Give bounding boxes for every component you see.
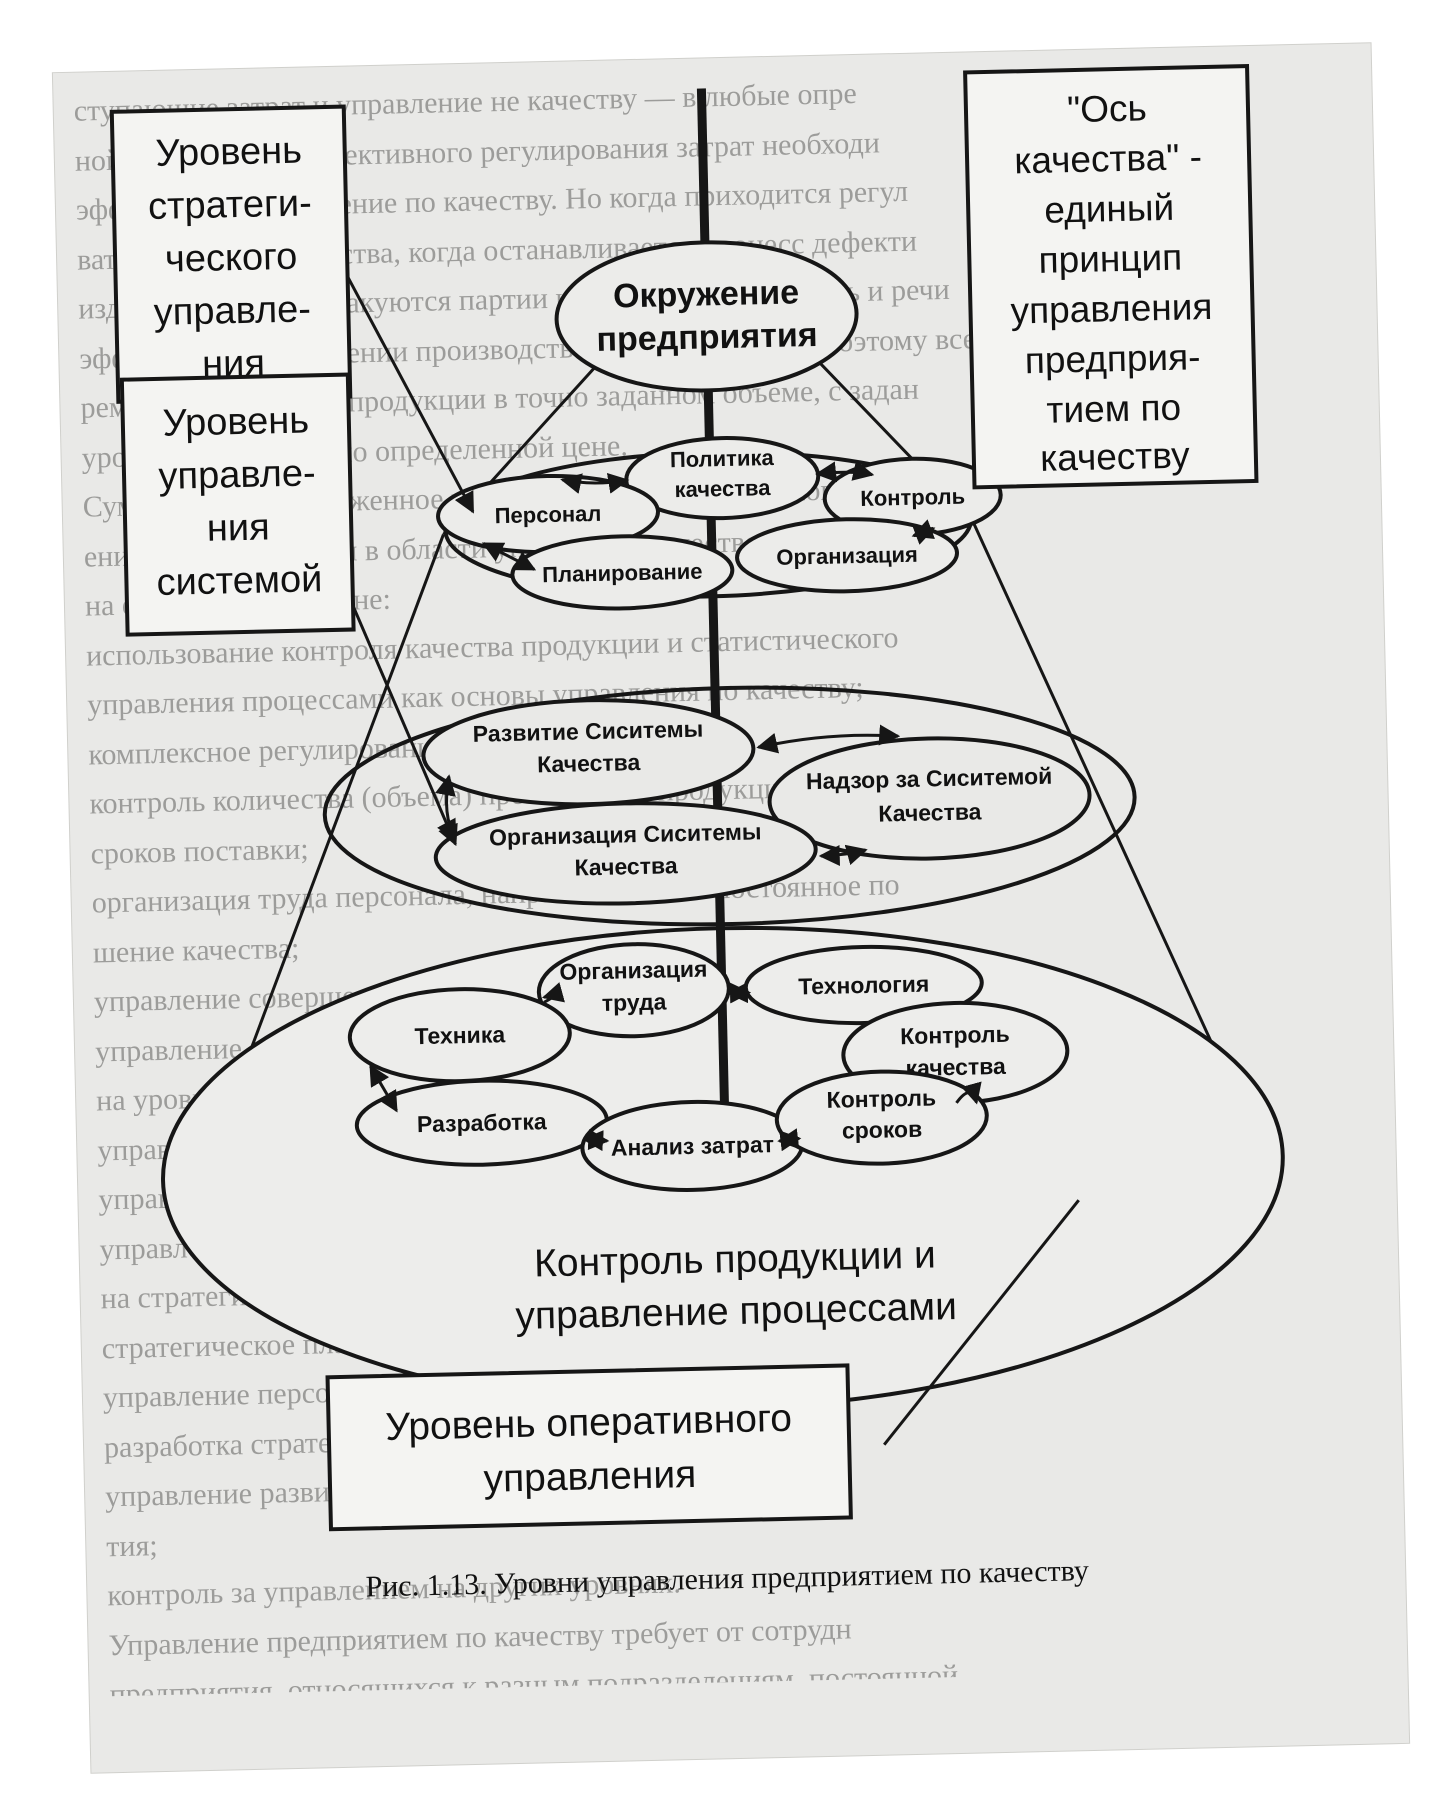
system-organization-ellipse <box>433 801 818 906</box>
middle-level-ellipse <box>322 685 1137 927</box>
system-line-3: ния <box>206 506 270 549</box>
connector-strategic <box>346 275 475 514</box>
organization-ellipse <box>735 517 960 594</box>
arrow-quality-deadline <box>955 1081 982 1105</box>
axis-note-line-6: предприя- <box>1024 336 1200 381</box>
axis-note-box <box>963 64 1259 490</box>
axis-note-line-2: качества" - <box>1014 136 1203 181</box>
deadline-control-label-1: Контроль <box>826 1084 936 1112</box>
cost-analysis-label: Анализ затрат <box>611 1131 775 1161</box>
deadline-control-label-2: сроков <box>842 1116 923 1144</box>
arrow-personnel-planning <box>481 542 537 571</box>
quality-levels-diagram: Окружение предприятия Политика качества … <box>109 64 1285 1603</box>
axis-note-line-3: единый <box>1044 187 1175 231</box>
arrow-development-supervision <box>756 724 901 754</box>
product-control-label-1: Контроль продукции и <box>534 1233 937 1285</box>
axis-note-line-5: управления <box>1010 286 1213 332</box>
arrow-design-cost <box>582 1129 610 1152</box>
deadline-control-ellipse <box>774 1069 989 1166</box>
design-label: Разработка <box>417 1108 547 1137</box>
strategic-line-4: управле- <box>153 288 311 334</box>
arrow-technique-labor <box>541 982 565 1004</box>
system-level-box <box>119 372 356 637</box>
planning-label: Планирование <box>542 559 703 588</box>
figure-caption: Рис. 1.13. Уровни управления предприятие… <box>365 1554 1089 1603</box>
strategic-line-1: Уровень <box>155 130 302 175</box>
connector-operational <box>883 1199 1080 1446</box>
system-organization-label-2: Качества <box>574 852 678 880</box>
environment-label-2: предприятия <box>596 316 818 359</box>
strategic-line-3: ческого <box>165 236 298 281</box>
axis-note-line-8: качеству <box>1040 434 1191 478</box>
environment-label-1: Окружение <box>613 273 800 315</box>
policy-label-1: Политика <box>670 445 775 472</box>
environment-ellipse <box>554 240 859 393</box>
arrow-organization-supervision <box>818 844 868 867</box>
system-organization-label-1: Организация Сиситемы <box>489 818 762 850</box>
supervision-label-1: Надзор за Сиситемой <box>806 763 1053 795</box>
arrow-policy-personnel <box>560 472 630 494</box>
development-label-1: Развитие Сиситемы <box>472 716 703 747</box>
axis-note-line-7: тием по <box>1046 387 1181 431</box>
organization-label: Организация <box>776 542 918 570</box>
development-label-2: Качества <box>537 749 641 777</box>
technology-label: Технология <box>798 971 930 1000</box>
supervision-label-2: Качества <box>878 798 982 826</box>
technique-label: Техника <box>414 1021 505 1049</box>
labor-label-2: труда <box>602 988 667 1015</box>
strategic-line-2: стратеги- <box>148 182 313 228</box>
system-line-2: управле- <box>158 452 316 498</box>
supervision-ellipse <box>767 736 1092 861</box>
axis-note-line-4: принцип <box>1038 237 1183 281</box>
labor-label-1: Организация <box>559 956 708 985</box>
personnel-label: Персонал <box>494 501 601 528</box>
arrow-cost-deadline <box>777 1128 802 1152</box>
arrow-policy-control <box>815 460 875 483</box>
control-label: Контроль <box>860 484 965 511</box>
operational-line-1: Уровень оперативного <box>385 1397 793 1449</box>
system-line-1: Уровень <box>162 399 309 444</box>
axis-note-line-1: "Ось <box>1067 87 1148 130</box>
policy-label-2: качества <box>674 475 771 502</box>
arrow-control-organization <box>911 519 936 545</box>
quality-control-label-1: Контроль <box>900 1021 1010 1049</box>
operational-line-2: управления <box>483 1453 697 1501</box>
product-control-label-2: управление процессами <box>515 1285 957 1338</box>
system-line-4: системой <box>156 558 323 604</box>
planning-ellipse <box>510 534 735 611</box>
scanned-page: ступающие затрат и управление не качеств… <box>52 43 1410 1773</box>
arrow-technique-design <box>369 1064 398 1113</box>
operational-level-box <box>325 1363 853 1532</box>
